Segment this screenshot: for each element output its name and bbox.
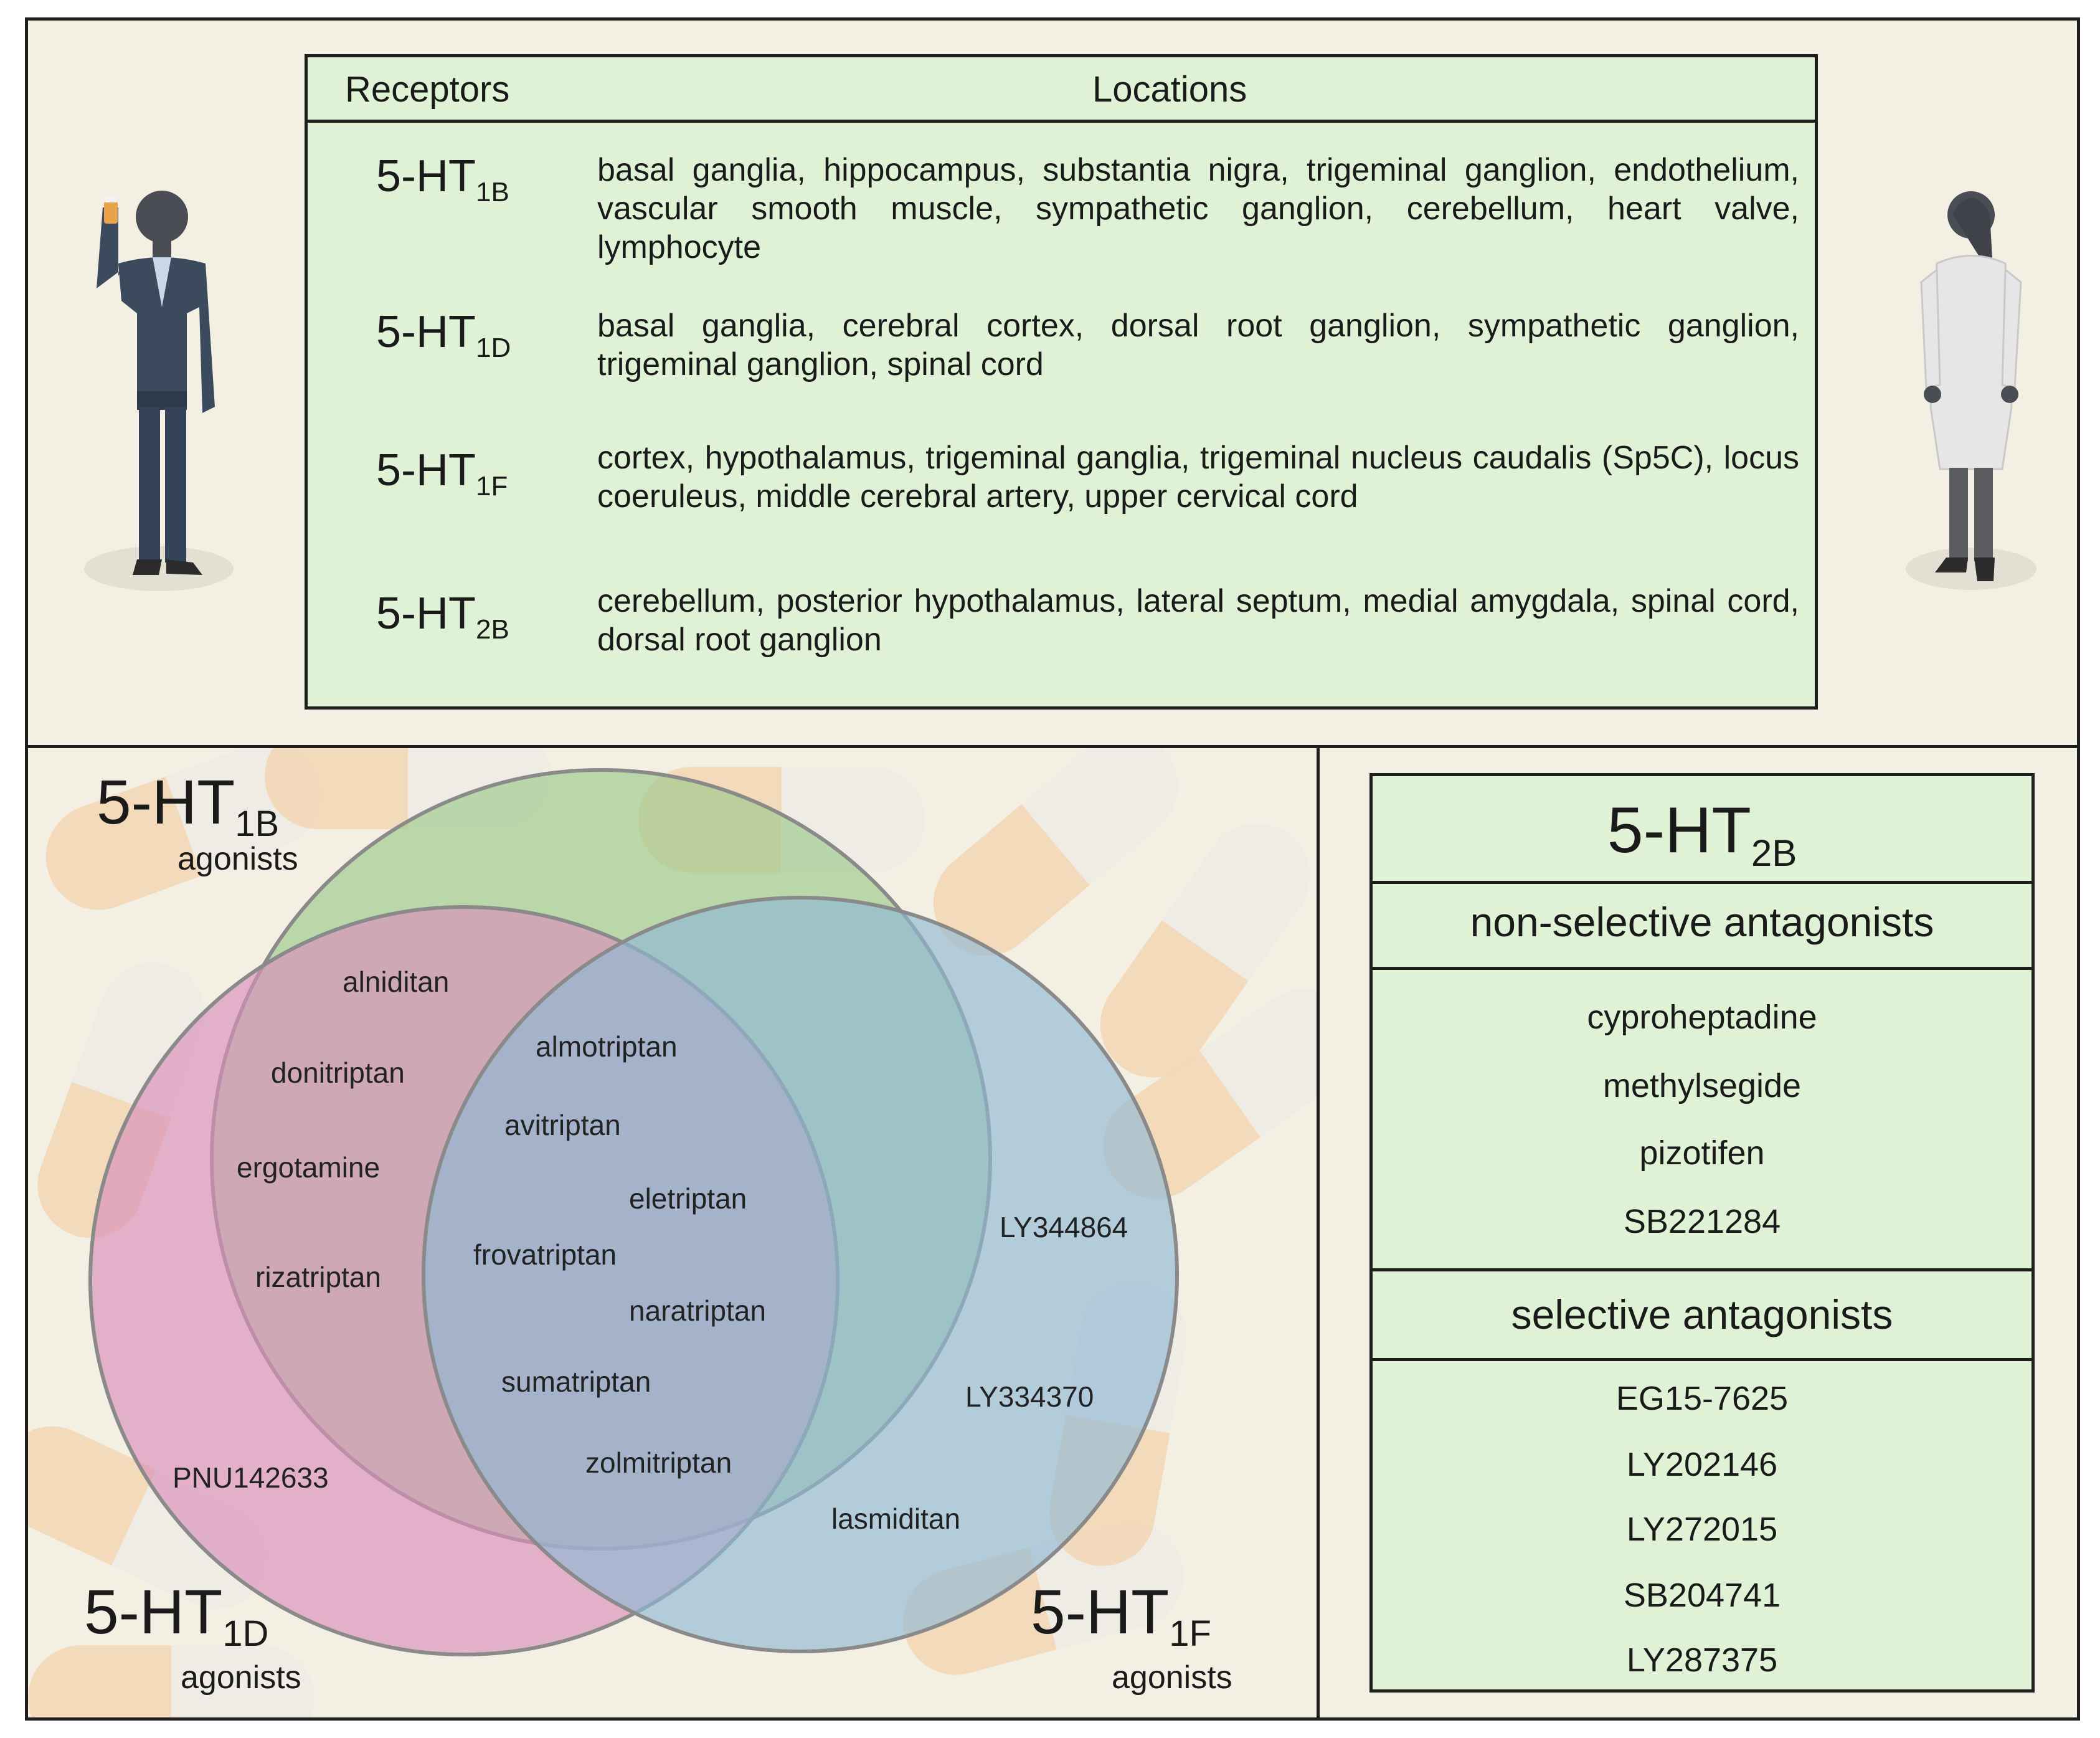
drug-label: donitriptan (271, 1057, 405, 1089)
antagonists-panel: 5-HT2B non-selective antagonists cyprohe… (1317, 745, 2080, 1721)
receptor-locations: cortex, hypothalamus, trigeminal ganglia… (597, 440, 1799, 515)
divider (1373, 1358, 2031, 1361)
divider (1373, 1268, 2031, 1271)
antagonists-title: 5-HT2B (1607, 794, 1797, 874)
agonists-venn-panel: 5-HT1B agonists 5-HT1D agonists 5-HT1F a… (25, 745, 1320, 1721)
receptor-locations-table: Receptors Locations 5-HT1B basal ganglia… (305, 54, 1818, 710)
receptor-name: 5-HT1B (376, 151, 509, 207)
title-5ht1b: 5-HT1B (97, 767, 280, 844)
drug-label: LY334370 (965, 1380, 1094, 1413)
receptor-locations: basal ganglia, hippocampus, substantia n… (597, 152, 1799, 265)
drug-label: naratriptan (629, 1294, 766, 1327)
drug-label: LY344864 (1000, 1211, 1128, 1243)
selective-header: selective antagonists (1511, 1291, 1893, 1337)
drug-label: ergotamine (237, 1151, 381, 1184)
list-item: EG15-7625 (1615, 1380, 1789, 1417)
caption-5ht1d: agonists (181, 1660, 301, 1696)
receptor-name: 5-HT1F (376, 445, 508, 501)
receptor-locations: cerebellum, posterior hypothalamus, late… (597, 583, 1799, 658)
receptor-name: 5-HT2B (376, 589, 509, 645)
list-item: methylsegide (1602, 1067, 1802, 1104)
drug-label: frovatriptan (473, 1238, 617, 1271)
list-item: cyproheptadine (1587, 999, 1817, 1036)
nonselective-header: non-selective antagonists (1470, 899, 1934, 945)
list-item: LY202146 (1626, 1446, 1778, 1483)
antagonists-table: 5-HT2B non-selective antagonists cyprohe… (1369, 773, 2035, 1693)
divider (1373, 967, 2031, 970)
venn-diagram (88, 768, 1179, 1656)
list-item: LY287375 (1626, 1641, 1778, 1679)
capsule-decoration (28, 1645, 315, 1717)
receptor-locations: basal ganglia, cerebral cortex, dorsal r… (597, 308, 1799, 382)
header-receptors: Receptors (345, 69, 510, 110)
list-item: pizotifen (1639, 1134, 1765, 1172)
drug-label: avitriptan (504, 1109, 621, 1141)
drug-label: PNU142633 (173, 1461, 329, 1494)
list-item: SB204741 (1623, 1577, 1781, 1614)
drug-label: zolmitriptan (585, 1446, 732, 1479)
caption-5ht1f: agonists (1112, 1660, 1232, 1696)
patient-icon (84, 191, 234, 591)
header-locations: Locations (1092, 69, 1247, 110)
drug-label: sumatriptan (501, 1365, 651, 1398)
drug-label: eletriptan (629, 1182, 747, 1215)
list-item: LY272015 (1626, 1511, 1778, 1548)
drug-label: lasmiditan (831, 1503, 961, 1535)
table-header: Receptors Locations (308, 57, 1815, 123)
drug-label: alniditan (343, 966, 450, 998)
receptor-locations-panel: Receptors Locations 5-HT1B basal ganglia… (25, 17, 2080, 750)
caption-5ht1b: agonists (177, 841, 298, 877)
divider (1373, 881, 2031, 884)
doctor-icon (1906, 191, 2036, 590)
circle-5ht1f (422, 896, 1179, 1653)
title-5ht1d: 5-HT1D (84, 1577, 269, 1654)
drug-label: almotriptan (536, 1030, 678, 1063)
title-5ht1f: 5-HT1F (1031, 1577, 1211, 1654)
receptor-name: 5-HT1D (376, 307, 511, 363)
list-item: SB221284 (1623, 1203, 1781, 1240)
drug-label: rizatriptan (255, 1261, 381, 1293)
